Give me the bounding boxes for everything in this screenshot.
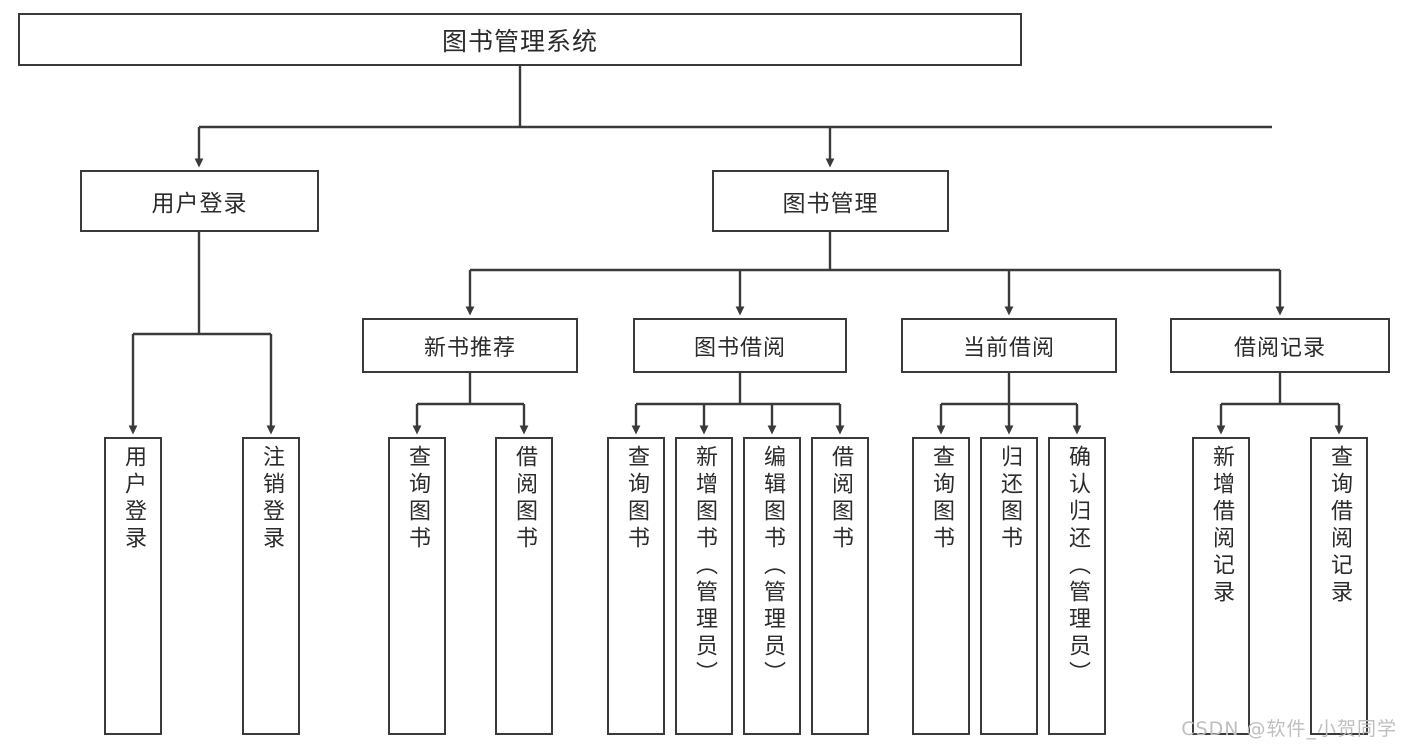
leaf-borrow-edit-book-admin[interactable]: 编辑图书（管理员） <box>743 437 801 735</box>
node-borrow-record[interactable]: 借阅记录 <box>1170 318 1390 373</box>
node-label: 编辑图书（管理员） <box>760 445 785 688</box>
node-label: 图书借阅 <box>693 335 786 361</box>
leaf-current-return-book[interactable]: 归还图书 <box>980 437 1038 735</box>
node-label: 查询图书 <box>624 445 649 553</box>
leaf-record-query-record[interactable]: 查询借阅记录 <box>1310 437 1368 735</box>
node-book-management[interactable]: 图书管理 <box>712 170 949 232</box>
node-label: 新增图书（管理员） <box>692 445 717 688</box>
node-new-book-recommend[interactable]: 新书推荐 <box>362 318 578 373</box>
leaf-borrow-borrow-book[interactable]: 借阅图书 <box>811 437 869 735</box>
node-label: 归还图书 <box>997 445 1022 553</box>
leaf-current-confirm-return-admin[interactable]: 确认归还（管理员） <box>1048 437 1106 735</box>
leaf-borrow-add-book-admin[interactable]: 新增图书（管理员） <box>675 437 733 735</box>
watermark-text: CSDN @软件_小贺同学 <box>1181 718 1397 740</box>
leaf-newbook-borrow-book[interactable]: 借阅图书 <box>495 437 553 735</box>
node-label: 查询借阅记录 <box>1327 445 1352 607</box>
node-label: 借阅图书 <box>512 445 537 553</box>
node-root-system[interactable]: 图书管理系统 <box>18 13 1022 66</box>
node-label: 注销登录 <box>259 445 284 553</box>
node-label: 图书管理系统 <box>441 26 598 56</box>
leaf-borrow-query-book[interactable]: 查询图书 <box>607 437 665 735</box>
node-label: 新书推荐 <box>423 335 516 361</box>
node-label: 查询图书 <box>405 445 430 553</box>
node-user-login[interactable]: 用户登录 <box>80 170 319 232</box>
node-label: 新增借阅记录 <box>1209 445 1234 607</box>
node-label: 确认归还（管理员） <box>1065 445 1090 688</box>
node-label: 用户登录 <box>121 445 146 553</box>
leaf-newbook-query-book[interactable]: 查询图书 <box>388 437 446 735</box>
node-label: 借阅记录 <box>1233 335 1326 361</box>
node-label: 用户登录 <box>151 191 248 217</box>
leaf-user-logout[interactable]: 注销登录 <box>242 437 300 735</box>
node-book-borrow[interactable]: 图书借阅 <box>633 318 847 373</box>
node-label: 当前借阅 <box>962 335 1055 361</box>
node-label: 图书管理 <box>782 191 879 217</box>
node-label: 借阅图书 <box>828 445 853 553</box>
leaf-user-login[interactable]: 用户登录 <box>104 437 162 735</box>
node-current-borrow[interactable]: 当前借阅 <box>901 318 1117 373</box>
node-label: 查询图书 <box>929 445 954 553</box>
leaf-record-add-record[interactable]: 新增借阅记录 <box>1192 437 1250 735</box>
leaf-current-query-book[interactable]: 查询图书 <box>912 437 970 735</box>
